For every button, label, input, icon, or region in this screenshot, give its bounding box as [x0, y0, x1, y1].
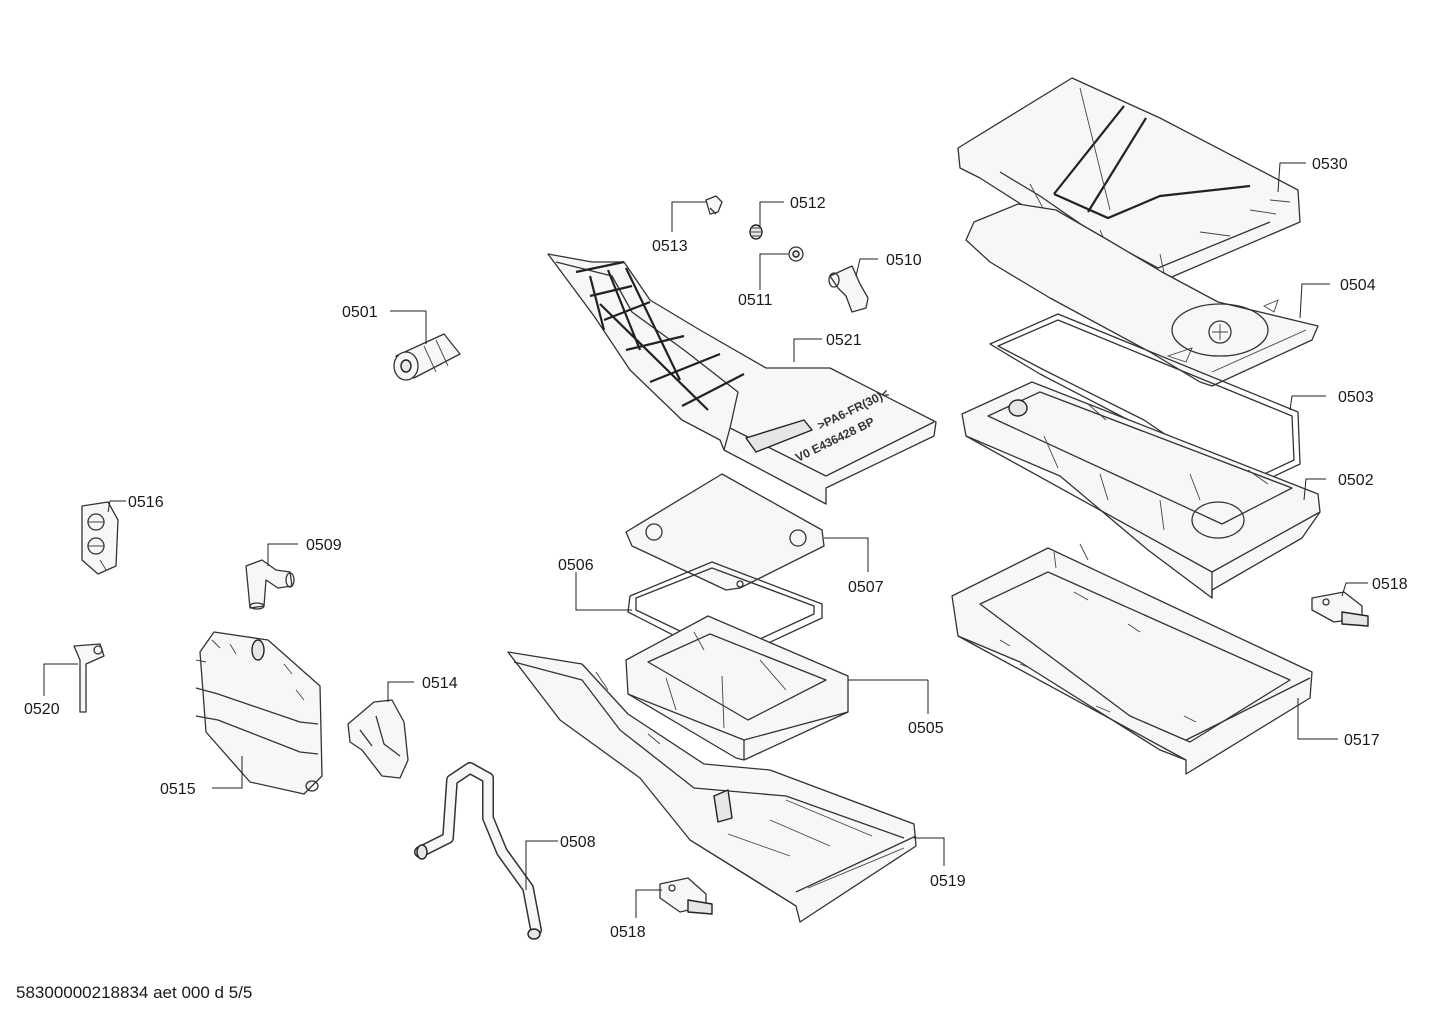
part-0505-frame	[625, 615, 849, 761]
label-0518-bottom: 0518	[610, 924, 646, 941]
part-0521-funnel-chute: >PA6-FR(30)< V0 E436428 BP	[547, 253, 937, 505]
label-0517: 0517	[1344, 732, 1380, 749]
label-0511: 0511	[738, 292, 773, 309]
part-0513-screw	[705, 195, 723, 215]
label-0520: 0520	[24, 701, 60, 718]
part-0511-cap	[788, 246, 804, 262]
label-0512: 0512	[790, 195, 826, 212]
part-0509-elbow	[245, 559, 295, 610]
label-0507: 0507	[848, 579, 884, 596]
label-0506: 0506	[558, 557, 594, 574]
label-0501: 0501	[342, 304, 378, 321]
label-0505: 0505	[908, 720, 944, 737]
part-0520-pin	[73, 643, 105, 713]
part-0508-hose	[414, 762, 542, 940]
part-0502-tray-housing	[961, 381, 1321, 599]
part-0506-gasket	[627, 561, 823, 661]
part-0507-plate	[625, 473, 825, 591]
label-0518-right: 0518	[1372, 576, 1408, 593]
label-0502: 0502	[1338, 472, 1374, 489]
part-0510-elbow	[828, 265, 869, 313]
part-0514-bracket	[347, 699, 409, 779]
part-0512-spring	[749, 224, 763, 240]
part-0517-drawer-frame	[951, 543, 1313, 775]
label-0516: 0516	[128, 494, 164, 511]
part-0518-switch-right	[1311, 591, 1369, 627]
part-0504-lid-plate	[965, 203, 1319, 387]
label-0515: 0515	[160, 781, 196, 798]
label-0503: 0503	[1338, 389, 1374, 406]
part-0518-switch-bottom	[659, 877, 713, 915]
label-0509: 0509	[306, 537, 342, 554]
label-0513: 0513	[652, 238, 688, 255]
leader-lines	[43, 162, 1368, 918]
document-reference: 58300000218834 aet 000 d 5/5	[16, 983, 252, 1002]
part-0515-heater	[195, 631, 323, 795]
label-0504: 0504	[1340, 277, 1376, 294]
label-0514: 0514	[422, 675, 458, 692]
label-0510: 0510	[886, 252, 922, 269]
part-0516-valve	[81, 501, 119, 575]
label-0530: 0530	[1312, 156, 1348, 173]
label-0519: 0519	[930, 873, 966, 890]
callout-labels: 0501 0502 0503 0504 0505 0506 0507 0508 …	[24, 156, 1408, 941]
part-0501-cylinder	[393, 333, 461, 381]
label-0521: 0521	[826, 332, 862, 349]
part-0519-drawer	[507, 651, 917, 923]
label-0508: 0508	[560, 834, 596, 851]
